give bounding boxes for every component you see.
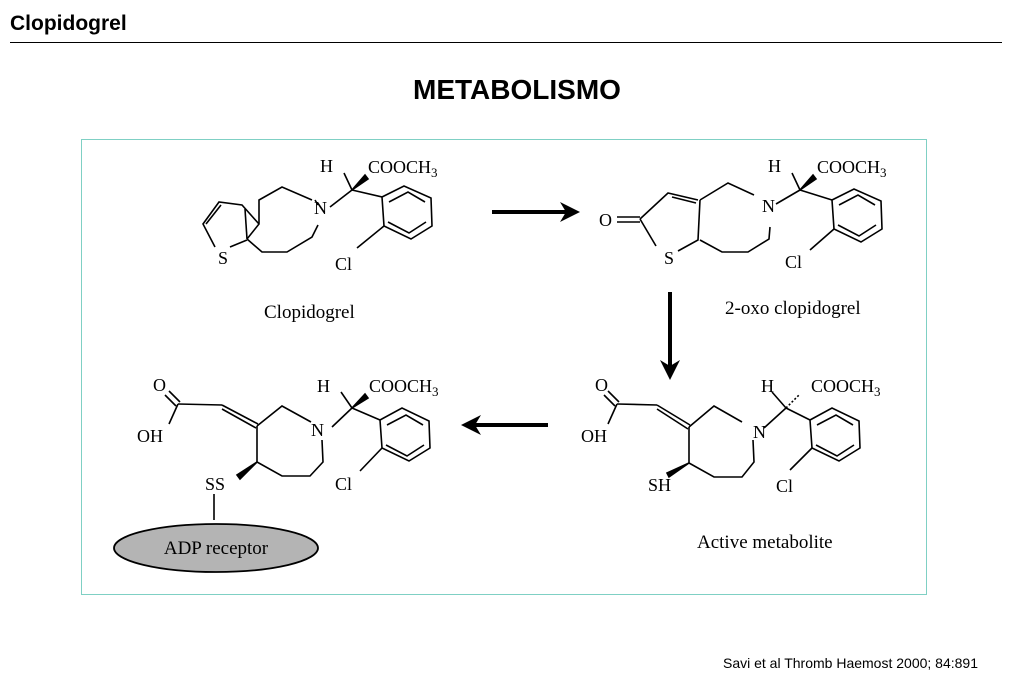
metabolism-diagram: S N H COOCH3 Cl Clopidogrel O S N H COOC… xyxy=(81,139,927,595)
active-h-atom: H xyxy=(761,376,774,396)
clopidogrel-structure xyxy=(202,172,433,253)
adp-receptor: ADP receptor xyxy=(113,523,319,573)
adp-receptor-ellipse xyxy=(113,523,319,573)
oxo-s-atom: S xyxy=(664,248,674,268)
bound-cl-atom: Cl xyxy=(335,474,352,494)
adp-receptor-label: ADP receptor xyxy=(164,538,269,559)
active-sh-group: SH xyxy=(648,475,671,495)
slide-header-title: Clopidogrel xyxy=(10,12,127,35)
header-divider xyxy=(10,42,1002,43)
bound-oh-group: OH xyxy=(137,426,163,446)
oxo-clopidogrel-structure xyxy=(617,172,883,253)
bound-ester-group: COOCH3 xyxy=(369,376,439,399)
active-metabolite-structure xyxy=(603,390,861,479)
clopidogrel-ester-group: COOCH3 xyxy=(368,157,438,180)
active-cl-atom: Cl xyxy=(776,476,793,496)
receptor-bound-structure xyxy=(164,390,431,520)
clopidogrel-h-atom: H xyxy=(320,156,333,176)
clopidogrel-s-atom: S xyxy=(218,248,228,268)
bound-h-atom: H xyxy=(317,376,330,396)
metabolism-diagram-svg: S N H COOCH3 Cl Clopidogrel O S N H COOC… xyxy=(113,156,887,573)
clopidogrel-caption: Clopidogrel xyxy=(264,302,355,323)
active-o-atom: O xyxy=(595,375,608,395)
bound-ss-group: SS xyxy=(205,474,225,494)
oxo-cl-atom: Cl xyxy=(785,252,802,272)
receptor-bound-atom-labels: O OH SS N H COOCH3 Cl xyxy=(137,375,439,494)
active-oh-group: OH xyxy=(581,426,607,446)
oxo-h-atom: H xyxy=(768,156,781,176)
oxo-ester-group: COOCH3 xyxy=(817,157,887,180)
active-ester-group: COOCH3 xyxy=(811,376,881,399)
oxo-o-atom: O xyxy=(599,210,612,230)
active-n-atom: N xyxy=(753,422,766,442)
clopidogrel-n-atom: N xyxy=(314,198,327,218)
bound-n-atom: N xyxy=(311,420,324,440)
clopidogrel-atom-labels: S N H COOCH3 Cl Clopidogrel xyxy=(218,156,438,323)
oxo-clopidogrel-atom-labels: O S N H COOCH3 Cl 2-oxo clopidogrel xyxy=(599,156,887,319)
slide-title: METABOLISMO xyxy=(413,74,621,105)
bound-o-atom: O xyxy=(153,375,166,395)
active-metabolite-atom-labels: O OH SH N H COOCH3 Cl Active metabolite xyxy=(581,375,881,553)
oxo-n-atom: N xyxy=(762,196,775,216)
citation: Savi et al Thromb Haemost 2000; 84:891 xyxy=(722,655,978,671)
oxo-clopidogrel-caption: 2-oxo clopidogrel xyxy=(725,298,861,319)
clopidogrel-cl-atom: Cl xyxy=(335,254,352,274)
active-metabolite-caption: Active metabolite xyxy=(697,532,833,553)
